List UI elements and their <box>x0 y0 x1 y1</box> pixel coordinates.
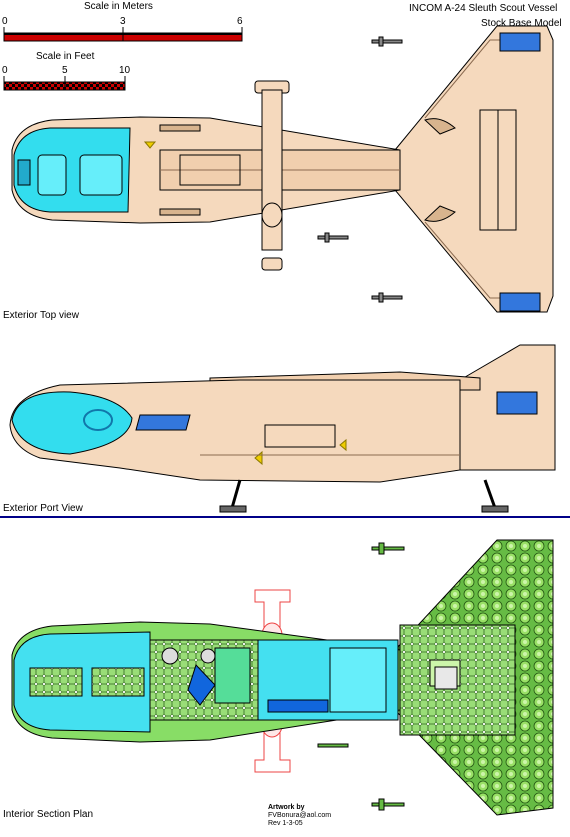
interior-section-ship <box>11 539 554 816</box>
scale-meters-tick-0: 0 <box>2 16 8 27</box>
scale-bar-feet <box>3 76 126 91</box>
scale-feet-tick-5: 5 <box>62 65 68 76</box>
credits-line-3: Rev 1-3-05 <box>268 820 303 827</box>
scale-meters-tick-6: 6 <box>237 16 243 27</box>
port-view-label: Exterior Port View <box>3 503 83 514</box>
scale-meters-tick-3: 3 <box>120 16 126 27</box>
top-view-label: Exterior Top view <box>3 310 79 321</box>
interior-view-label: Interior Section Plan <box>3 809 94 820</box>
port-view-ship <box>9 344 556 513</box>
scale-feet-tick-10: 10 <box>119 65 131 76</box>
scale-feet-label: Scale in Feet <box>36 51 95 62</box>
top-view-ship <box>11 25 554 313</box>
credits-line-2: FVBonura@aol.com <box>268 812 332 819</box>
scale-bar-meters <box>3 27 243 42</box>
diagram-subtitle: Stock Base Model <box>481 18 562 29</box>
credits: Artwork by FVBonura@aol.com Rev 1-3-05 <box>268 804 331 828</box>
scale-feet-tick-0: 0 <box>2 65 8 76</box>
credits-line-1: Artwork by <box>268 804 305 811</box>
diagram-title: INCOM A-24 Sleuth Scout Vessel <box>409 3 558 14</box>
scale-meters-label: Scale in Meters <box>84 1 153 12</box>
